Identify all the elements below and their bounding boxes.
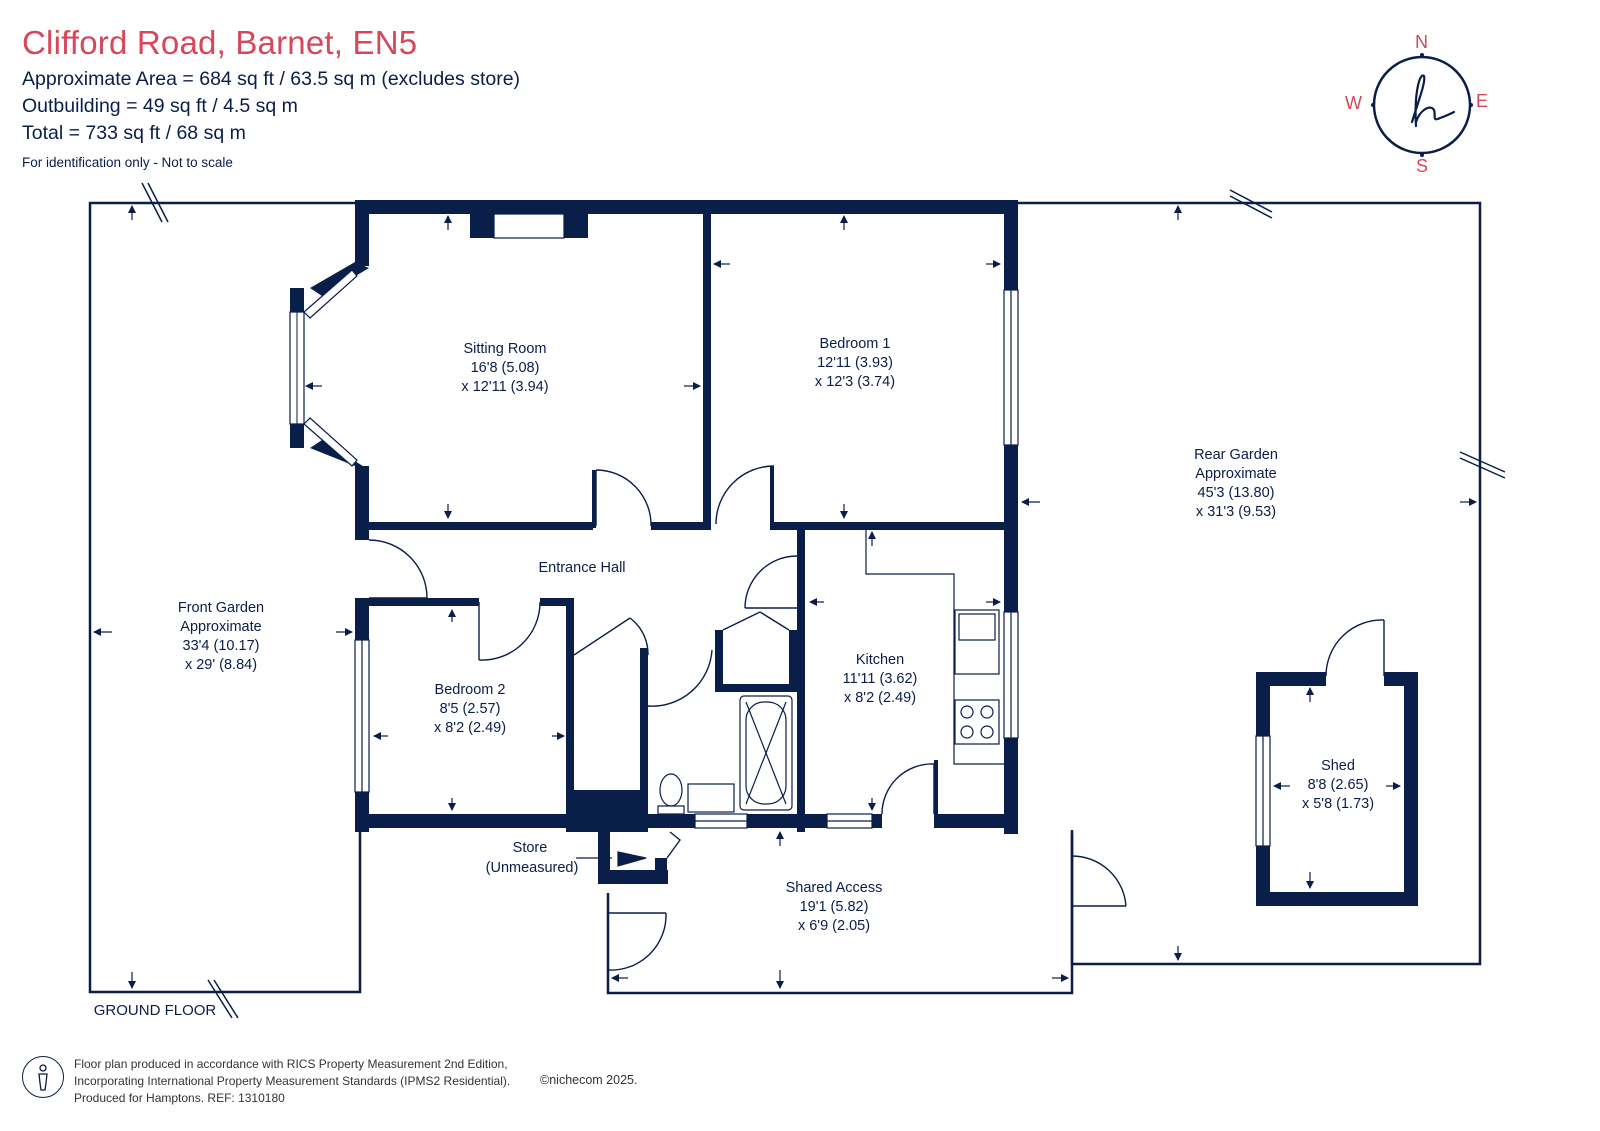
front-garden-dim1: 33'4 (10.17) [183, 638, 260, 654]
bedroom1-name: Bedroom 1 [820, 336, 891, 352]
wall-cupb-east [789, 630, 797, 692]
shed-wall-east [1404, 672, 1418, 906]
footer-line-1: Floor plan produced in accordance with R… [74, 1057, 508, 1071]
wall-north [355, 200, 1018, 214]
wall-kitchen-west [797, 522, 805, 832]
sitting-room-name: Sitting Room [463, 341, 546, 357]
compass-west: W [1345, 93, 1362, 113]
toilet [659, 773, 683, 807]
area-line-1: Approximate Area = 684 sq ft / 63.5 sq m… [22, 68, 521, 90]
wall-b2-north-b [540, 598, 572, 606]
wall-sitting-bed1 [703, 210, 711, 528]
bedroom2-dim1: 8'5 (2.57) [440, 701, 501, 717]
rear-garden-dim2: x 31'3 (9.53) [1196, 504, 1276, 520]
room-labels: Sitting Room 16'8 (5.08) x 12'11 (3.94) … [94, 336, 1374, 1019]
shared-access-dim1: 19'1 (5.82) [800, 899, 869, 915]
wall-south-a [355, 814, 695, 828]
wall-cupb-south [715, 684, 797, 692]
wall-sitting-south-a [369, 522, 593, 530]
shared-access-dim2: x 6'9 (2.05) [798, 918, 870, 934]
bedroom2-name: Bedroom 2 [435, 682, 506, 698]
front-garden-name: Front Garden [178, 600, 264, 616]
wall-bath-west [640, 648, 648, 832]
store-name: Store [513, 840, 548, 856]
hob [954, 699, 1000, 745]
worktop [865, 530, 1004, 765]
rear-garden-dim1: 45'3 (13.80) [1198, 485, 1275, 501]
sink [954, 609, 1000, 675]
disclaimer-note: For identification only - Not to scale [22, 155, 233, 170]
break-marks [141, 182, 1506, 1019]
wall-west-mid [355, 466, 369, 540]
wall-west-b2-top [355, 598, 369, 640]
rear-garden-approx: Approximate [1195, 466, 1276, 482]
area-line-2: Outbuilding = 49 sq ft / 4.5 sq m [22, 95, 298, 117]
wall-b2-north-a [369, 598, 479, 606]
footer: Floor plan produced in accordance with R… [22, 1056, 722, 1116]
basin [687, 783, 735, 813]
wall-east-top [1004, 200, 1018, 290]
wall-b2-east [566, 598, 574, 830]
compass-ring [1371, 53, 1473, 157]
rics-person-icon [22, 1056, 64, 1098]
wall-south-b [747, 814, 827, 828]
wall-east-mid [1004, 445, 1018, 612]
kitchen-name: Kitchen [856, 652, 904, 668]
bay-window [289, 262, 369, 470]
store-note: (Unmeasured) [486, 860, 579, 876]
wall-sitting-south-b [651, 522, 711, 530]
shed-name: Shed [1321, 758, 1355, 774]
shed-wall-west-b [1256, 846, 1270, 906]
header: Clifford Road, Barnet, EN5 Approximate A… [22, 24, 520, 170]
bedroom1-dim2: x 12'3 (3.74) [815, 374, 895, 390]
walls [355, 200, 1418, 906]
wall-south-c [872, 814, 882, 828]
area-line-3: Total = 733 sq ft / 68 sq m [22, 122, 246, 144]
footer-text: Floor plan produced in accordance with R… [74, 1056, 510, 1107]
floor-label: GROUND FLOOR [94, 1002, 217, 1019]
shared-access-boundary [606, 830, 1074, 995]
monogram-glyph [1410, 74, 1456, 128]
store-meter [617, 851, 647, 867]
wall-east-bottom [1004, 738, 1018, 834]
front-garden-approx: Approximate [180, 619, 261, 635]
kitchen-dim1: 11'11 (3.62) [843, 671, 918, 687]
front-garden-dim2: x 29' (8.84) [185, 657, 257, 673]
garden-boundaries [88, 201, 1482, 995]
shed-dim2: x 5'8 (1.73) [1302, 796, 1374, 812]
doors [368, 465, 1385, 971]
footer-line-3: Produced for Hamptons. REF: 1310180 [74, 1091, 285, 1105]
bath [739, 695, 793, 811]
kitchen-dim2: x 8'2 (2.49) [844, 690, 916, 706]
sitting-room-dim2: x 12'11 (3.94) [461, 379, 548, 395]
rear-garden-name: Rear Garden [1194, 447, 1278, 463]
sitting-room-dim1: 16'8 (5.08) [471, 360, 540, 376]
bedroom2-dim2: x 8'2 (2.49) [434, 720, 506, 736]
shed-dim1: 8'8 (2.65) [1308, 777, 1369, 793]
wall-west-top [355, 200, 369, 266]
shared-access-name: Shared Access [786, 880, 883, 896]
entrance-hall-name: Entrance Hall [538, 560, 625, 576]
footer-copyright: ©nichecom 2025. [540, 1073, 638, 1087]
shed-wall-north-a [1256, 672, 1326, 686]
compass-north: N [1415, 32, 1428, 52]
footer-line-2: Incorporating International Property Mea… [74, 1074, 511, 1088]
wall-bed1-south [770, 522, 1004, 530]
property-title: Clifford Road, Barnet, EN5 [22, 24, 418, 61]
windows [354, 213, 1271, 847]
fixtures [576, 530, 1004, 867]
compass-south: S [1416, 156, 1429, 176]
front-garden-boundary [88, 201, 362, 994]
shed-wall-south [1256, 892, 1418, 906]
wall-cupb-west [715, 630, 723, 692]
dimension-arrows [93, 205, 1477, 989]
compass-icon: N S W E [1345, 30, 1490, 180]
shed-wall-west-a [1256, 672, 1270, 736]
bedroom1-dim1: 12'11 (3.93) [817, 355, 893, 371]
wall-south-d [934, 814, 1018, 828]
compass-east: E [1476, 91, 1489, 111]
